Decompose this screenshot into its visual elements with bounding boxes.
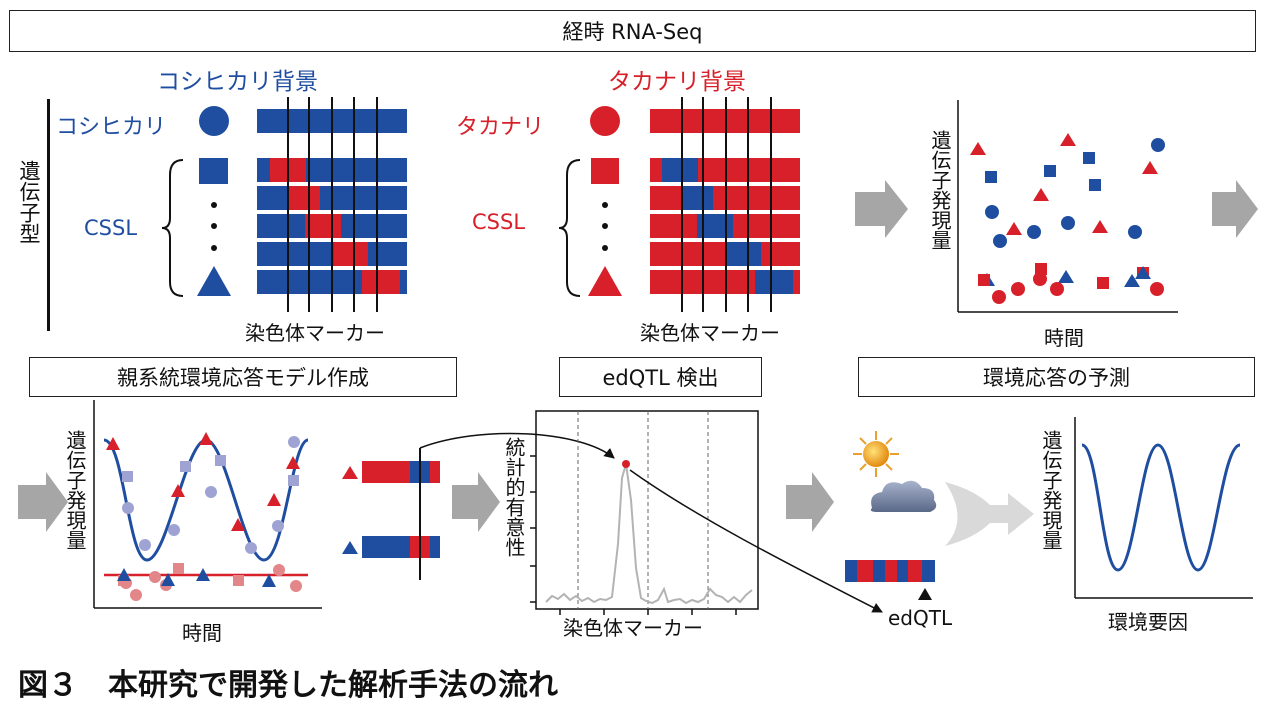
dot	[211, 245, 217, 251]
marker-label-koshi: 染色体マーカー	[245, 321, 385, 345]
curved-arrow-to-peak	[419, 432, 615, 459]
expression-label-model: 遺伝子発現量	[63, 430, 87, 550]
edqtl-plot-frame	[535, 410, 759, 610]
cmp-triangle-red	[342, 466, 358, 479]
taka-brace	[558, 159, 581, 297]
step-model-text: 親系統環境応答モデル作成	[117, 366, 369, 390]
model-axes	[93, 400, 322, 609]
cssl-label-koshi: CSSL	[84, 216, 138, 240]
koshi-parent-label: コシヒカリ	[56, 115, 167, 140]
scatter-points	[970, 133, 1165, 304]
edqtl-chrom-dividers	[577, 411, 709, 609]
env-factor-label: 環境要因	[1108, 610, 1188, 634]
edqtl-marker-triangle	[918, 588, 932, 600]
dot	[211, 223, 217, 229]
flow-arrow-1	[855, 180, 908, 238]
step-edqtl-text: edQTL 検出	[602, 366, 719, 390]
edqtl-y-ticks	[530, 455, 536, 603]
dot	[602, 202, 608, 208]
taka-cssl-triangle	[588, 266, 622, 296]
genotype-label: 遺伝子型	[17, 160, 41, 244]
dot	[602, 245, 608, 251]
figure-caption: 図３ 本研究で開発した解析手法の流れ	[18, 668, 558, 703]
cloud-icon	[870, 480, 937, 512]
taka-marker-lines	[681, 97, 772, 312]
step-edqtl-box: edQTL 検出	[559, 357, 762, 397]
koshi-cssl-square	[199, 158, 228, 184]
genotype-axis-bar	[47, 99, 50, 331]
edqtl-peak-dot	[622, 460, 630, 468]
marker-label-edqtl: 染色体マーカー	[563, 616, 703, 640]
taka-parent-label: タカナリ	[456, 115, 545, 140]
rna-seq-header-box: 経時 RNA-Seq	[9, 10, 1256, 52]
model-points-taka-red	[106, 432, 300, 531]
dot	[211, 202, 217, 208]
koshi-parent-circle	[199, 106, 229, 136]
flow-arrow-4	[452, 472, 500, 532]
scatter-axes	[957, 100, 1178, 313]
sun-icon	[853, 431, 899, 477]
dot	[602, 223, 608, 229]
koshi-cssl-triangle	[197, 266, 231, 296]
flow-arrow-5	[786, 472, 834, 532]
step-predict-text: 環境応答の予測	[983, 366, 1130, 390]
model-points-koshi	[122, 436, 300, 554]
model-points-taka-pink	[118, 563, 302, 601]
edqtl-x-ticks	[559, 609, 737, 615]
step-model-box: 親系統環境応答モデル作成	[29, 357, 457, 397]
step-predict-box: 環境応答の予測	[858, 357, 1255, 397]
expression-label-scatter: 遺伝子発現量	[928, 130, 952, 250]
marker-label-taka: 染色体マーカー	[640, 321, 780, 345]
rna-seq-header-text: 経時 RNA-Seq	[562, 20, 703, 44]
koshi-marker-lines	[287, 97, 378, 312]
predict-curve	[1081, 443, 1241, 572]
edqtl-genome-bar	[845, 560, 935, 582]
taka-parent-circle	[590, 106, 620, 136]
koshi-bg-title: コシヒカリ背景	[157, 69, 318, 95]
flow-arrow-3	[18, 472, 68, 532]
flow-arrow-2	[1212, 180, 1258, 238]
significance-label: 統計的有意性	[502, 437, 526, 557]
edqtl-profile	[545, 463, 753, 605]
taka-cssl-square	[591, 158, 619, 184]
cssl-label-taka: CSSL	[472, 210, 526, 234]
model-points-blue-triangles	[117, 568, 276, 587]
expression-label-predict: 遺伝子発現量	[1039, 430, 1063, 550]
taka-bg-title: タカナリ背景	[608, 69, 746, 95]
koshi-brace	[161, 159, 184, 297]
predict-axes	[1074, 417, 1253, 599]
merge-arrow	[945, 482, 1034, 546]
cmp-triangle-blue	[342, 541, 358, 554]
curved-arrow-to-edqtl	[629, 469, 883, 613]
time-label-scatter: 時間	[1044, 326, 1084, 350]
time-label-model: 時間	[182, 621, 222, 645]
edqtl-label: edQTL	[888, 606, 953, 630]
